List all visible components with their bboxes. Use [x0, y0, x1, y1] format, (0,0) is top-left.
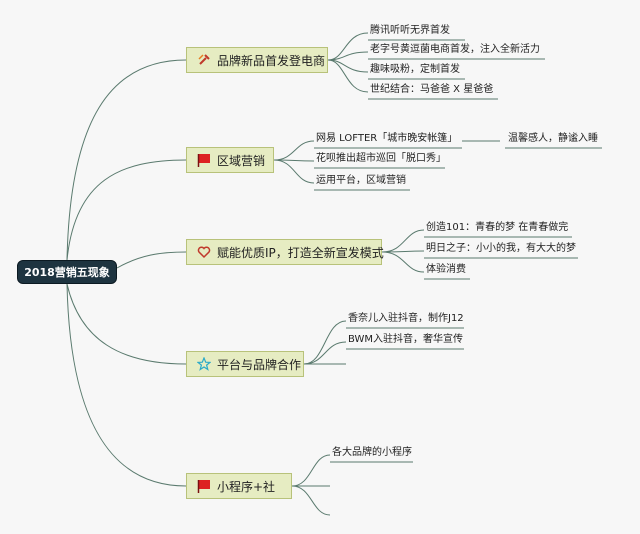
red-flag-icon — [197, 153, 211, 167]
leaf-text: 老字号黄逗菌电商首发，注入全新活力 — [370, 44, 540, 55]
root-topic[interactable]: 2018营销五现象 — [17, 260, 117, 284]
subleaf-text: 温馨感人，静谧入睡 — [508, 133, 598, 144]
red-flag-icon — [197, 479, 211, 493]
root-label: 2018营销五现象 — [24, 266, 110, 279]
topic-label: 区域营销 — [217, 153, 266, 168]
leaf-text: 趣味吸粉，定制首发 — [370, 64, 460, 75]
topic-new-product-launch[interactable]: 品牌新品首发登电商 — [186, 47, 328, 73]
leaf-text: BWM入驻抖音，奢华宣传 — [348, 334, 464, 345]
topic-mini-program[interactable]: 小程序+社 — [186, 473, 292, 499]
leaf-text: 明日之子：小小的我，有大大的梦 — [426, 243, 576, 254]
leaf-text: 花呗推出超市巡回「脱口秀」 — [316, 153, 446, 164]
topic-platform-brand-coop[interactable]: 平台与品牌合作 — [186, 351, 304, 377]
topic-ip-empowerment[interactable]: 赋能优质IP，打造全新宣发模式 — [186, 239, 384, 265]
topic-label: 小程序+社 — [217, 479, 276, 494]
topic-label: 赋能优质IP，打造全新宣发模式 — [217, 245, 384, 260]
leaf-text: 体验消费 — [426, 264, 466, 275]
tools-icon — [197, 53, 211, 67]
topic-label: 品牌新品首发登电商 — [217, 53, 326, 68]
leaf-text: 世纪结合：马爸爸 X 星爸爸 — [370, 84, 494, 95]
topic-label: 平台与品牌合作 — [217, 357, 302, 372]
leaf-text: 腾讯听听无界首发 — [370, 25, 450, 36]
leaf-text: 香奈儿入驻抖音，制作J12 — [348, 313, 464, 324]
heart-icon — [197, 245, 211, 259]
topic-regional-marketing[interactable]: 区域营销 — [186, 147, 274, 173]
leaf-text: 各大品牌的小程序 — [332, 447, 412, 458]
leaf-text: 网易 LOFTER「城市晚安帐篷」 — [316, 133, 458, 144]
leaf-text: 运用平台，区域营销 — [316, 175, 406, 186]
star-icon — [197, 357, 211, 371]
leaf-text: 创造101：青春的梦 在青春做完 — [426, 222, 569, 233]
